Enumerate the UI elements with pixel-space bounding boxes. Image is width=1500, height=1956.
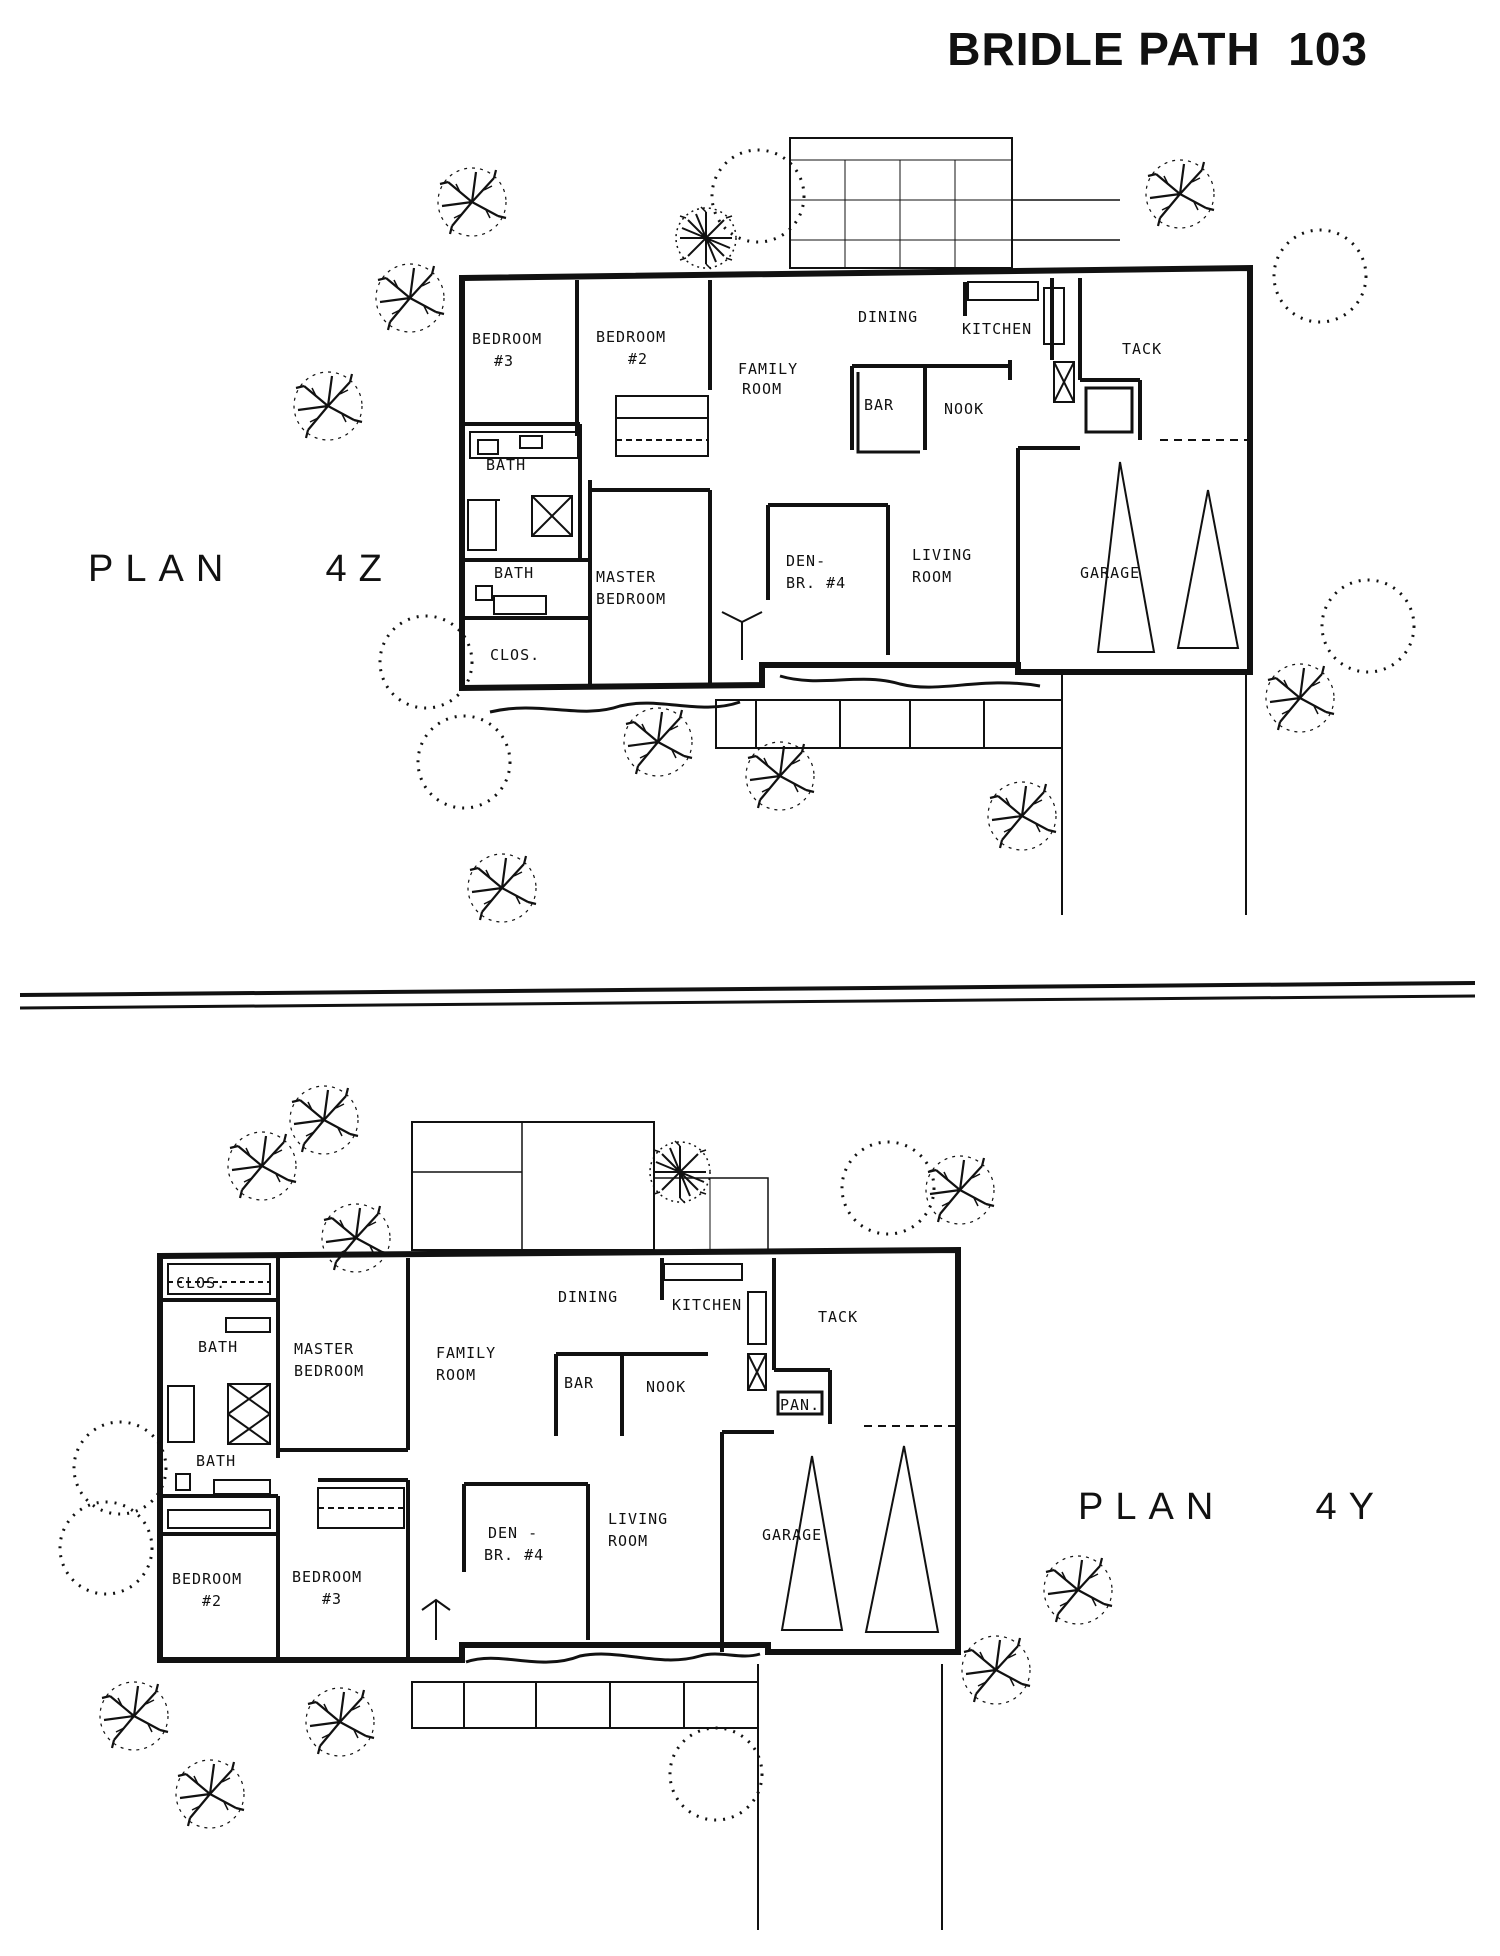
room-bedroom2-num-4y: #2 bbox=[202, 1592, 222, 1610]
room-living2-4y: ROOM bbox=[608, 1532, 648, 1550]
room-clos-4z: CLOS. bbox=[490, 646, 540, 664]
plan-4y-drawing: CLOS. BATH MASTER BEDROOM FAMILY ROOM DI… bbox=[58, 1084, 1114, 1930]
room-bath1-4y: BATH bbox=[198, 1338, 238, 1356]
room-bath1-4z: BATH bbox=[486, 456, 526, 474]
room-tack-4y: TACK bbox=[818, 1308, 858, 1326]
room-bar-4z: BAR bbox=[864, 396, 894, 414]
room-living-4y: LIVING bbox=[608, 1510, 668, 1528]
plan-label-top: PLAN 4Z bbox=[88, 548, 394, 591]
kitchen-counters-4y bbox=[663, 1263, 767, 1391]
fixtures-4y bbox=[167, 1263, 405, 1529]
room-garage-4z: GARAGE bbox=[1080, 564, 1140, 582]
plan-divider bbox=[19, 981, 1476, 1010]
plan-code-top: 4Z bbox=[325, 548, 394, 590]
room-den2-4y: BR. #4 bbox=[484, 1546, 544, 1564]
room-pan-4y: PAN. bbox=[780, 1396, 820, 1414]
room-den-4y: DEN - bbox=[488, 1524, 538, 1542]
room-bedroom2-4y: BEDROOM bbox=[172, 1570, 242, 1588]
room-bath2-4y: BATH bbox=[196, 1452, 236, 1470]
subdivision-name: BRIDLE PATH bbox=[947, 23, 1261, 75]
plan-word-bottom: PLAN bbox=[1078, 1486, 1226, 1528]
interior-walls-4z bbox=[462, 278, 1142, 688]
plan-label-bottom: PLAN 4Y bbox=[1078, 1486, 1386, 1529]
room-master-4z: MASTER bbox=[596, 568, 656, 586]
patio-trellis bbox=[789, 137, 1120, 269]
room-bath2-4z: BATH bbox=[494, 564, 534, 582]
room-family2-4y: ROOM bbox=[436, 1366, 476, 1384]
plan-code-bottom: 4Y bbox=[1315, 1486, 1386, 1528]
kitchen-counters-4z bbox=[967, 281, 1075, 403]
front-walk-4y bbox=[411, 1652, 943, 1930]
room-bedroom3-num-4z: #3 bbox=[494, 352, 514, 370]
garage-cars-4z bbox=[1096, 461, 1240, 653]
room-nook-4z: NOOK bbox=[944, 400, 984, 418]
interior-walls-4y bbox=[160, 1258, 832, 1660]
garage-cars-4y bbox=[780, 1445, 940, 1633]
room-living2-4z: ROOM bbox=[912, 568, 952, 586]
room-bedroom2-num-4z: #2 bbox=[628, 350, 648, 368]
room-living-4z: LIVING bbox=[912, 546, 972, 564]
room-den-4z: DEN- bbox=[786, 552, 826, 570]
room-bedroom3-num-4y: #3 bbox=[322, 1590, 342, 1608]
closet-shelves-4z bbox=[469, 395, 709, 501]
room-bedroom3-4y: BEDROOM bbox=[292, 1568, 362, 1586]
room-family2-4z: ROOM bbox=[742, 380, 782, 398]
room-master2-4y: BEDROOM bbox=[294, 1362, 364, 1380]
room-bedroom3-4z: BEDROOM bbox=[472, 330, 542, 348]
room-kitchen-4z: KITCHEN bbox=[962, 320, 1032, 338]
page-number: 103 bbox=[1288, 23, 1368, 75]
room-garage-4y: GARAGE bbox=[762, 1526, 822, 1544]
front-walk-4z bbox=[489, 672, 1247, 915]
plan-word-top: PLAN bbox=[88, 548, 236, 590]
room-nook-4y: NOOK bbox=[646, 1378, 686, 1396]
room-family-4y: FAMILY bbox=[436, 1344, 496, 1362]
room-family-4z: FAMILY bbox=[738, 360, 798, 378]
room-dining-4z: DINING bbox=[858, 308, 918, 326]
exterior-walls-4y bbox=[157, 1246, 961, 1663]
room-master-4y: MASTER bbox=[294, 1340, 354, 1358]
plan-4z-drawing: BEDROOM #3 BEDROOM #2 FAMILY ROOM DINING… bbox=[292, 137, 1416, 924]
room-bar-4y: BAR bbox=[564, 1374, 594, 1392]
patio-4y bbox=[411, 1121, 769, 1251]
room-master2-4z: BEDROOM bbox=[596, 590, 666, 608]
page-header: BRIDLE PATH 103 bbox=[947, 22, 1368, 76]
room-bedroom2-4z: BEDROOM bbox=[596, 328, 666, 346]
room-den2-4z: BR. #4 bbox=[786, 574, 846, 592]
bath-fixtures-4z bbox=[467, 435, 573, 615]
room-tack-4z: TACK bbox=[1122, 340, 1162, 358]
room-dining-4y: DINING bbox=[558, 1288, 618, 1306]
room-clos-4y: CLOS. bbox=[176, 1274, 226, 1292]
room-kitchen-4y: KITCHEN bbox=[672, 1296, 742, 1314]
